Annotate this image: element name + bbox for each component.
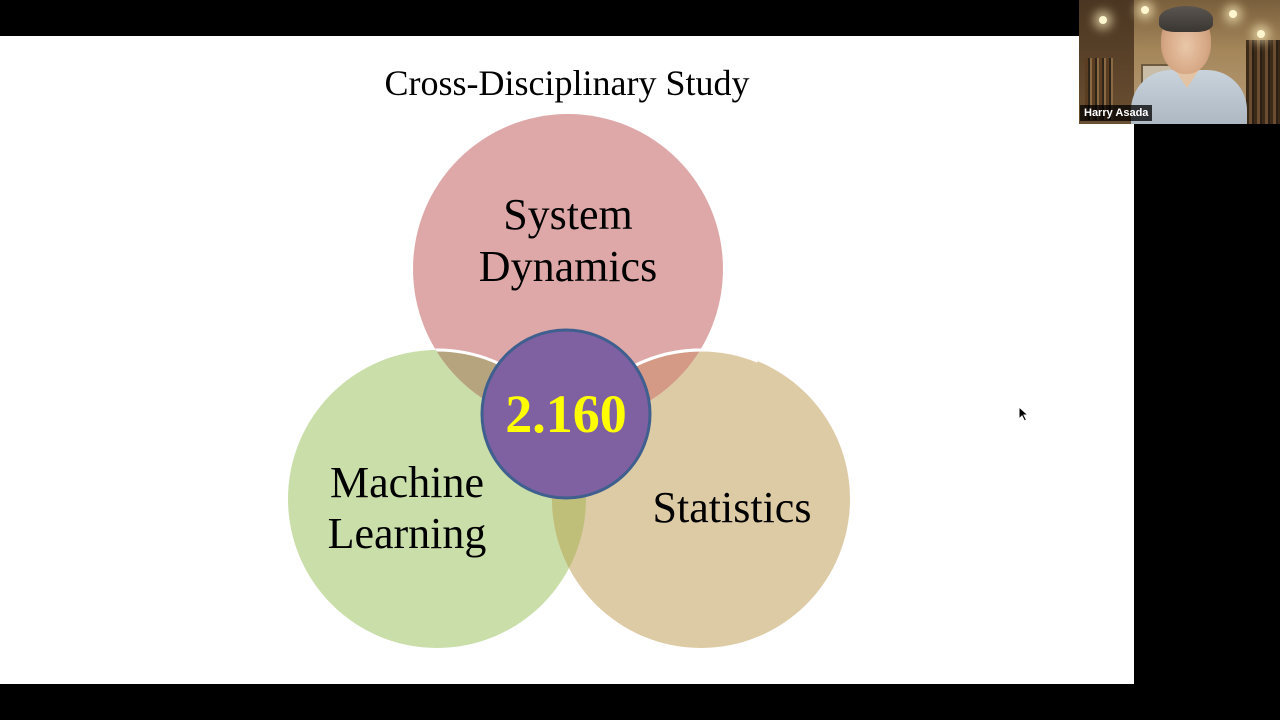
circle-outline-right-lower xyxy=(550,348,852,650)
presentation-slide: Cross-Disciplinary Study xyxy=(0,36,1134,684)
machine-learning-label-line2: Learning xyxy=(328,509,487,558)
participant-video-tile[interactable]: Harry Asada xyxy=(1079,0,1280,124)
slide-title: Cross-Disciplinary Study xyxy=(384,63,750,103)
participant-name-tag: Harry Asada xyxy=(1080,105,1153,121)
course-number-label: 2.160 xyxy=(505,384,627,444)
machine-learning-label-line1: Machine xyxy=(330,458,484,507)
circle-outline-left xyxy=(413,348,588,424)
venn-diagram: System Dynamics Machine Learning Statist… xyxy=(288,114,852,650)
system-dynamics-label-line2: Dynamics xyxy=(479,242,657,291)
circle-system-dynamics xyxy=(413,114,723,424)
system-dynamics-label-line1: System xyxy=(503,190,633,239)
center-circle xyxy=(480,328,652,500)
statistics-label: Statistics xyxy=(653,483,812,532)
mouse-cursor-icon xyxy=(1018,406,1030,422)
